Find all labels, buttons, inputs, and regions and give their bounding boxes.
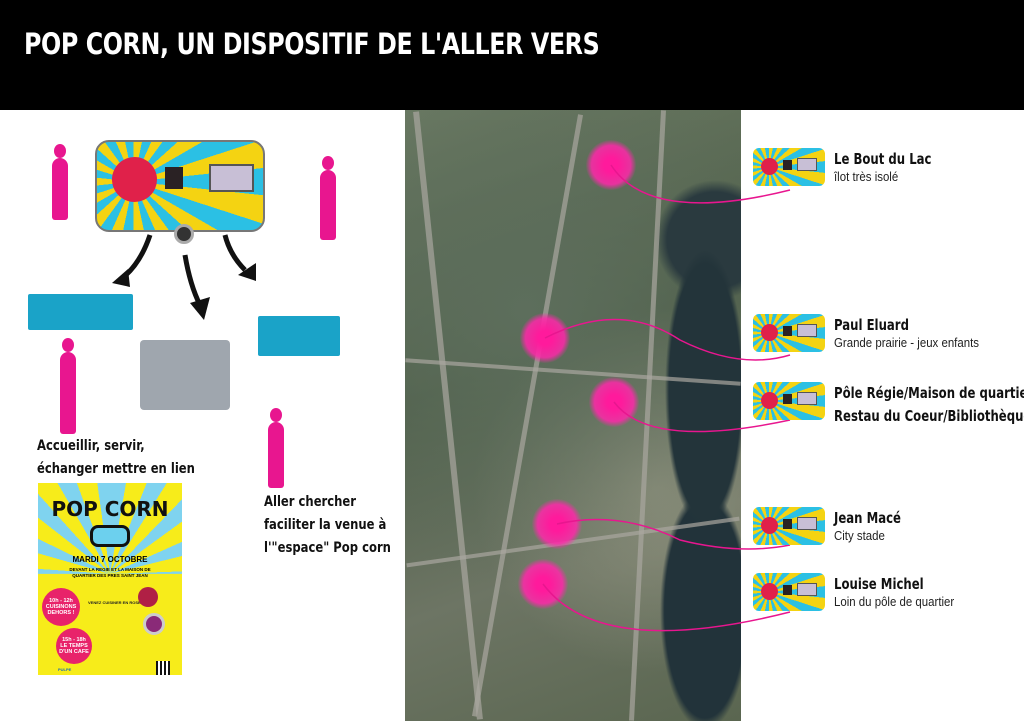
- arrows-illustration: [112, 234, 256, 320]
- table-illustration: [258, 316, 340, 356]
- caravan-icon: [753, 573, 825, 611]
- person-figure: [52, 144, 68, 220]
- aerial-map[interactable]: [405, 110, 741, 721]
- person-figure: [60, 338, 76, 434]
- page-title: POP CORN, UN DISPOSITIF DE L'ALLER VERS: [24, 27, 600, 61]
- caravan-illustration: [95, 140, 265, 232]
- header-banner: POP CORN, UN DISPOSITIF DE L'ALLER VERS: [0, 0, 1024, 110]
- caption-welcome: Accueillir, servir,échanger mettre en li…: [37, 438, 195, 477]
- cooking-station: [140, 340, 230, 410]
- event-poster: POP CORN MARDI 7 OCTOBRE DEVANT LA REGIE…: [38, 483, 182, 685]
- person-figure: [320, 156, 336, 240]
- table-illustration: [28, 294, 133, 330]
- caravan-icon: [753, 314, 825, 352]
- caravan-icon: [753, 148, 825, 186]
- caravan-wheel: [174, 224, 194, 244]
- stop-pole-regie[interactable]: Pôle Régie/Maison de quartier/Restau du …: [753, 382, 1024, 426]
- caravan-icon: [753, 382, 825, 420]
- caravan-icon: [753, 507, 825, 545]
- person-figure: [268, 408, 284, 488]
